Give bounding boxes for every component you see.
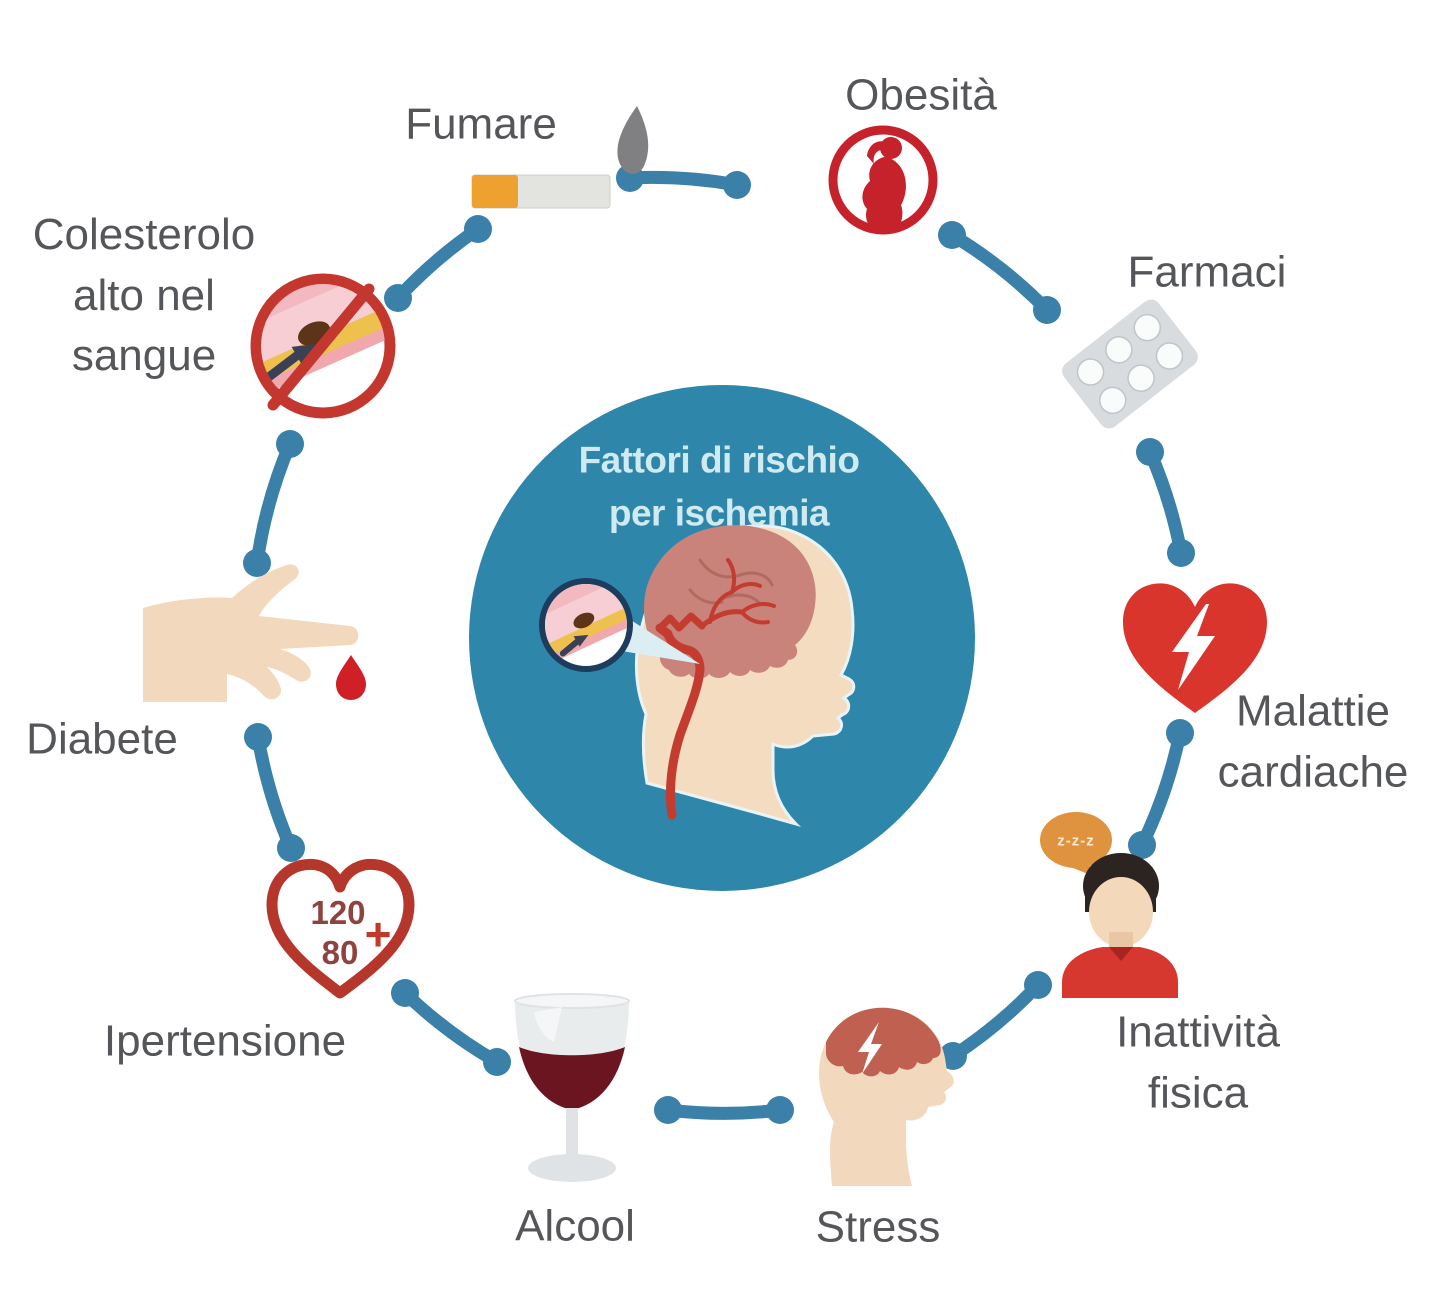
magnifier-artery-icon: [539, 578, 700, 672]
head-brain-illustration: [634, 524, 856, 828]
label-fumare: Fumare: [405, 99, 557, 149]
hub-title: Fattori di rischio per ischemia: [578, 439, 860, 533]
lightning-bolt-icon: [1172, 604, 1215, 690]
label-farmaci: Farmaci: [1127, 247, 1287, 297]
central-hub: [469, 385, 975, 891]
blood-pressure-heart-icon: [266, 858, 415, 999]
bp-plus-sign: +: [364, 908, 392, 960]
stress-head-icon: [819, 1007, 954, 1186]
label-alcool: Alcool: [515, 1201, 635, 1251]
blood-drop-icon: [336, 655, 366, 700]
sleepy-person-icon: [1040, 812, 1178, 998]
bp-systolic-value: 120: [310, 894, 366, 931]
lightning-bolt-icon: [858, 1022, 882, 1074]
label-malattie-cardiache: Malattie cardiache: [1217, 686, 1409, 796]
cigarette-icon: [471, 106, 649, 209]
blocked-artery-icon: [250, 273, 396, 419]
label-obesita: Obesità: [845, 70, 997, 120]
heart-lightning-icon: [1123, 583, 1267, 713]
wine-glass-icon: [514, 993, 630, 1182]
label-stress: Stress: [815, 1202, 941, 1252]
finger-blood-drop-icon: [143, 564, 366, 702]
label-colesterolo: Colesterolo alto nel sangue: [32, 209, 256, 381]
label-ipertensione: Ipertensione: [103, 1016, 347, 1066]
label-diabete: Diabete: [26, 714, 178, 764]
sleep-bubble-text: z-z-z: [1057, 832, 1095, 850]
pill-blister-icon: [1062, 299, 1198, 429]
smoke-icon: [617, 106, 649, 174]
sleep-bubble-icon: [1040, 812, 1112, 868]
connector-ring: [243, 164, 1195, 1124]
bp-diastolic-value: 80: [321, 934, 359, 971]
obese-person-icon: [828, 125, 938, 235]
label-inattivita-fisica: Inattività fisica: [1116, 1007, 1280, 1117]
